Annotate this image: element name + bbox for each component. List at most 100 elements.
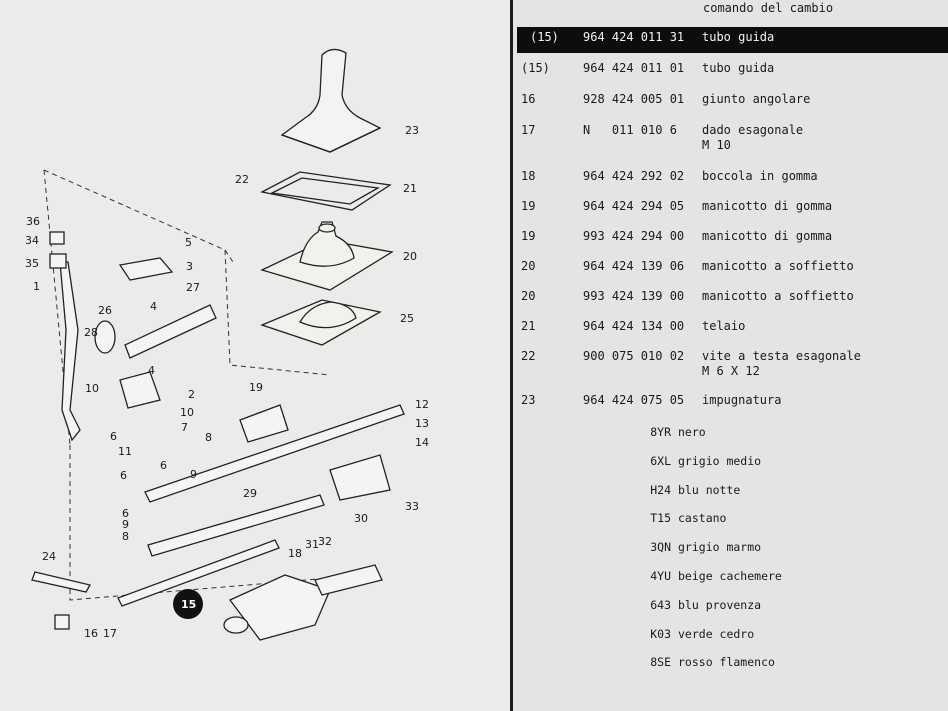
- part-description: manicotto di gomma: [702, 199, 833, 213]
- part-row[interactable]: 19 993 424 294 00 manicotto di gomma: [521, 229, 948, 249]
- callout-number: 13: [415, 417, 429, 430]
- part-number: 964 424 134 00: [583, 319, 685, 333]
- callout-number: 12: [415, 398, 429, 411]
- part-ref: 19: [521, 199, 536, 213]
- callout-number: 16: [84, 627, 98, 640]
- color-name: beige cachemere: [678, 569, 782, 583]
- part-row[interactable]: (15) 964 424 011 31 tubo guida: [517, 27, 948, 53]
- callout-number: 36: [26, 215, 40, 228]
- part-25-boot: [260, 299, 382, 346]
- part-ref: (15): [521, 61, 550, 75]
- callout-number: 6: [120, 469, 127, 482]
- part-number: 964 424 011 31: [583, 30, 685, 44]
- pane-divider[interactable]: [510, 0, 513, 711]
- part-21-frame: [260, 171, 392, 211]
- color-name: verde cedro: [678, 626, 755, 641]
- callout-number: 8: [205, 431, 212, 444]
- callout-number: 3: [186, 260, 193, 273]
- color-code: 3QN: [650, 540, 671, 555]
- part-number: 964 424 011 01: [583, 61, 685, 75]
- part-ref: 18: [521, 169, 536, 183]
- callout-number: 33: [405, 500, 419, 513]
- callout-number: 7: [181, 421, 188, 434]
- color-code: 643: [650, 597, 671, 612]
- color-name: blu notte: [678, 482, 741, 497]
- part-number: 993 424 139 00: [583, 289, 685, 303]
- callout-number: 25: [400, 312, 414, 325]
- callout-number: 14: [415, 436, 429, 449]
- color-name: grigio marmo: [678, 540, 762, 555]
- callout-15-highlight[interactable]: [173, 589, 203, 619]
- callout-number: 6: [160, 459, 167, 472]
- part-row[interactable]: 23 964 424 075 05 impugnatura: [521, 393, 948, 413]
- part-row[interactable]: 18 964 424 292 02 boccola in gomma: [521, 169, 948, 189]
- callout-number: 27: [186, 281, 200, 294]
- callout-number: 20: [403, 250, 417, 263]
- callout-number: 32: [318, 535, 332, 548]
- callout-number: 34: [25, 234, 39, 247]
- color-code: K03: [650, 626, 671, 641]
- part-ref: 19: [521, 229, 536, 243]
- part-23-knob: [280, 48, 382, 153]
- color-code: 6XL: [650, 453, 671, 468]
- part-number: 964 424 292 02: [583, 169, 685, 183]
- callout-15-label: 15: [181, 598, 196, 611]
- lever-assembly: [31, 231, 174, 630]
- part-20-bellows: [260, 221, 394, 291]
- part-number: 964 424 075 05: [583, 393, 685, 407]
- part-description: boccola in gomma: [702, 169, 818, 183]
- callout-number: 26: [98, 304, 112, 317]
- part-number: N 011 010 6: [583, 123, 677, 137]
- callout-number: 1: [33, 280, 40, 293]
- color-code: H24: [650, 482, 671, 497]
- callout-number: 24: [42, 550, 56, 563]
- callout-number: 10: [180, 406, 194, 419]
- part-description: tubo guida: [702, 61, 775, 75]
- part-description: manicotto di gomma: [702, 229, 833, 243]
- callout-number: 19: [249, 381, 263, 394]
- callout-number: 29: [243, 487, 257, 500]
- part-description: impugnatura: [702, 393, 782, 407]
- part-description: tubo guida: [702, 30, 775, 44]
- shaft-assembly: [117, 304, 405, 641]
- part-ref: 23: [521, 393, 536, 407]
- callout-number: 31: [305, 538, 319, 551]
- callout-number: 22: [235, 173, 249, 186]
- part-row[interactable]: 19 964 424 294 05 manicotto di gomma: [521, 199, 948, 219]
- part-description: giunto angolare: [702, 92, 811, 106]
- part-description: telaio: [702, 319, 746, 333]
- part-number: 928 424 005 01: [583, 92, 685, 106]
- part-row[interactable]: (15) 964 424 011 01 tubo guida: [521, 61, 948, 81]
- color-name: castano: [678, 511, 727, 526]
- callout-number: 8: [122, 530, 129, 543]
- color-name: nero: [678, 425, 706, 439]
- part-number: 964 424 294 05: [583, 199, 685, 213]
- callout-number: 17: [103, 627, 117, 640]
- color-code: 8SE: [650, 655, 671, 670]
- color-code: 8YR: [650, 425, 671, 439]
- color-code: T15: [650, 511, 671, 526]
- callout-number: 5: [185, 236, 192, 249]
- callout-number: 9: [122, 518, 129, 531]
- part-ref: 20: [521, 289, 536, 303]
- callout-number: 10: [85, 382, 99, 395]
- assembly-frame: [43, 169, 331, 601]
- callout-number: 11: [118, 445, 132, 458]
- callout-number: 30: [354, 512, 368, 525]
- callout-number: 4: [150, 300, 157, 313]
- part-number: 964 424 139 06: [583, 259, 685, 273]
- part-number: 993 424 294 00: [583, 229, 685, 243]
- callout-number: 21: [403, 182, 417, 195]
- part-ref: (15): [530, 30, 559, 44]
- part-description: vite a testa esagonale M 6 X 12: [702, 349, 861, 378]
- part-ref: 20: [521, 259, 536, 273]
